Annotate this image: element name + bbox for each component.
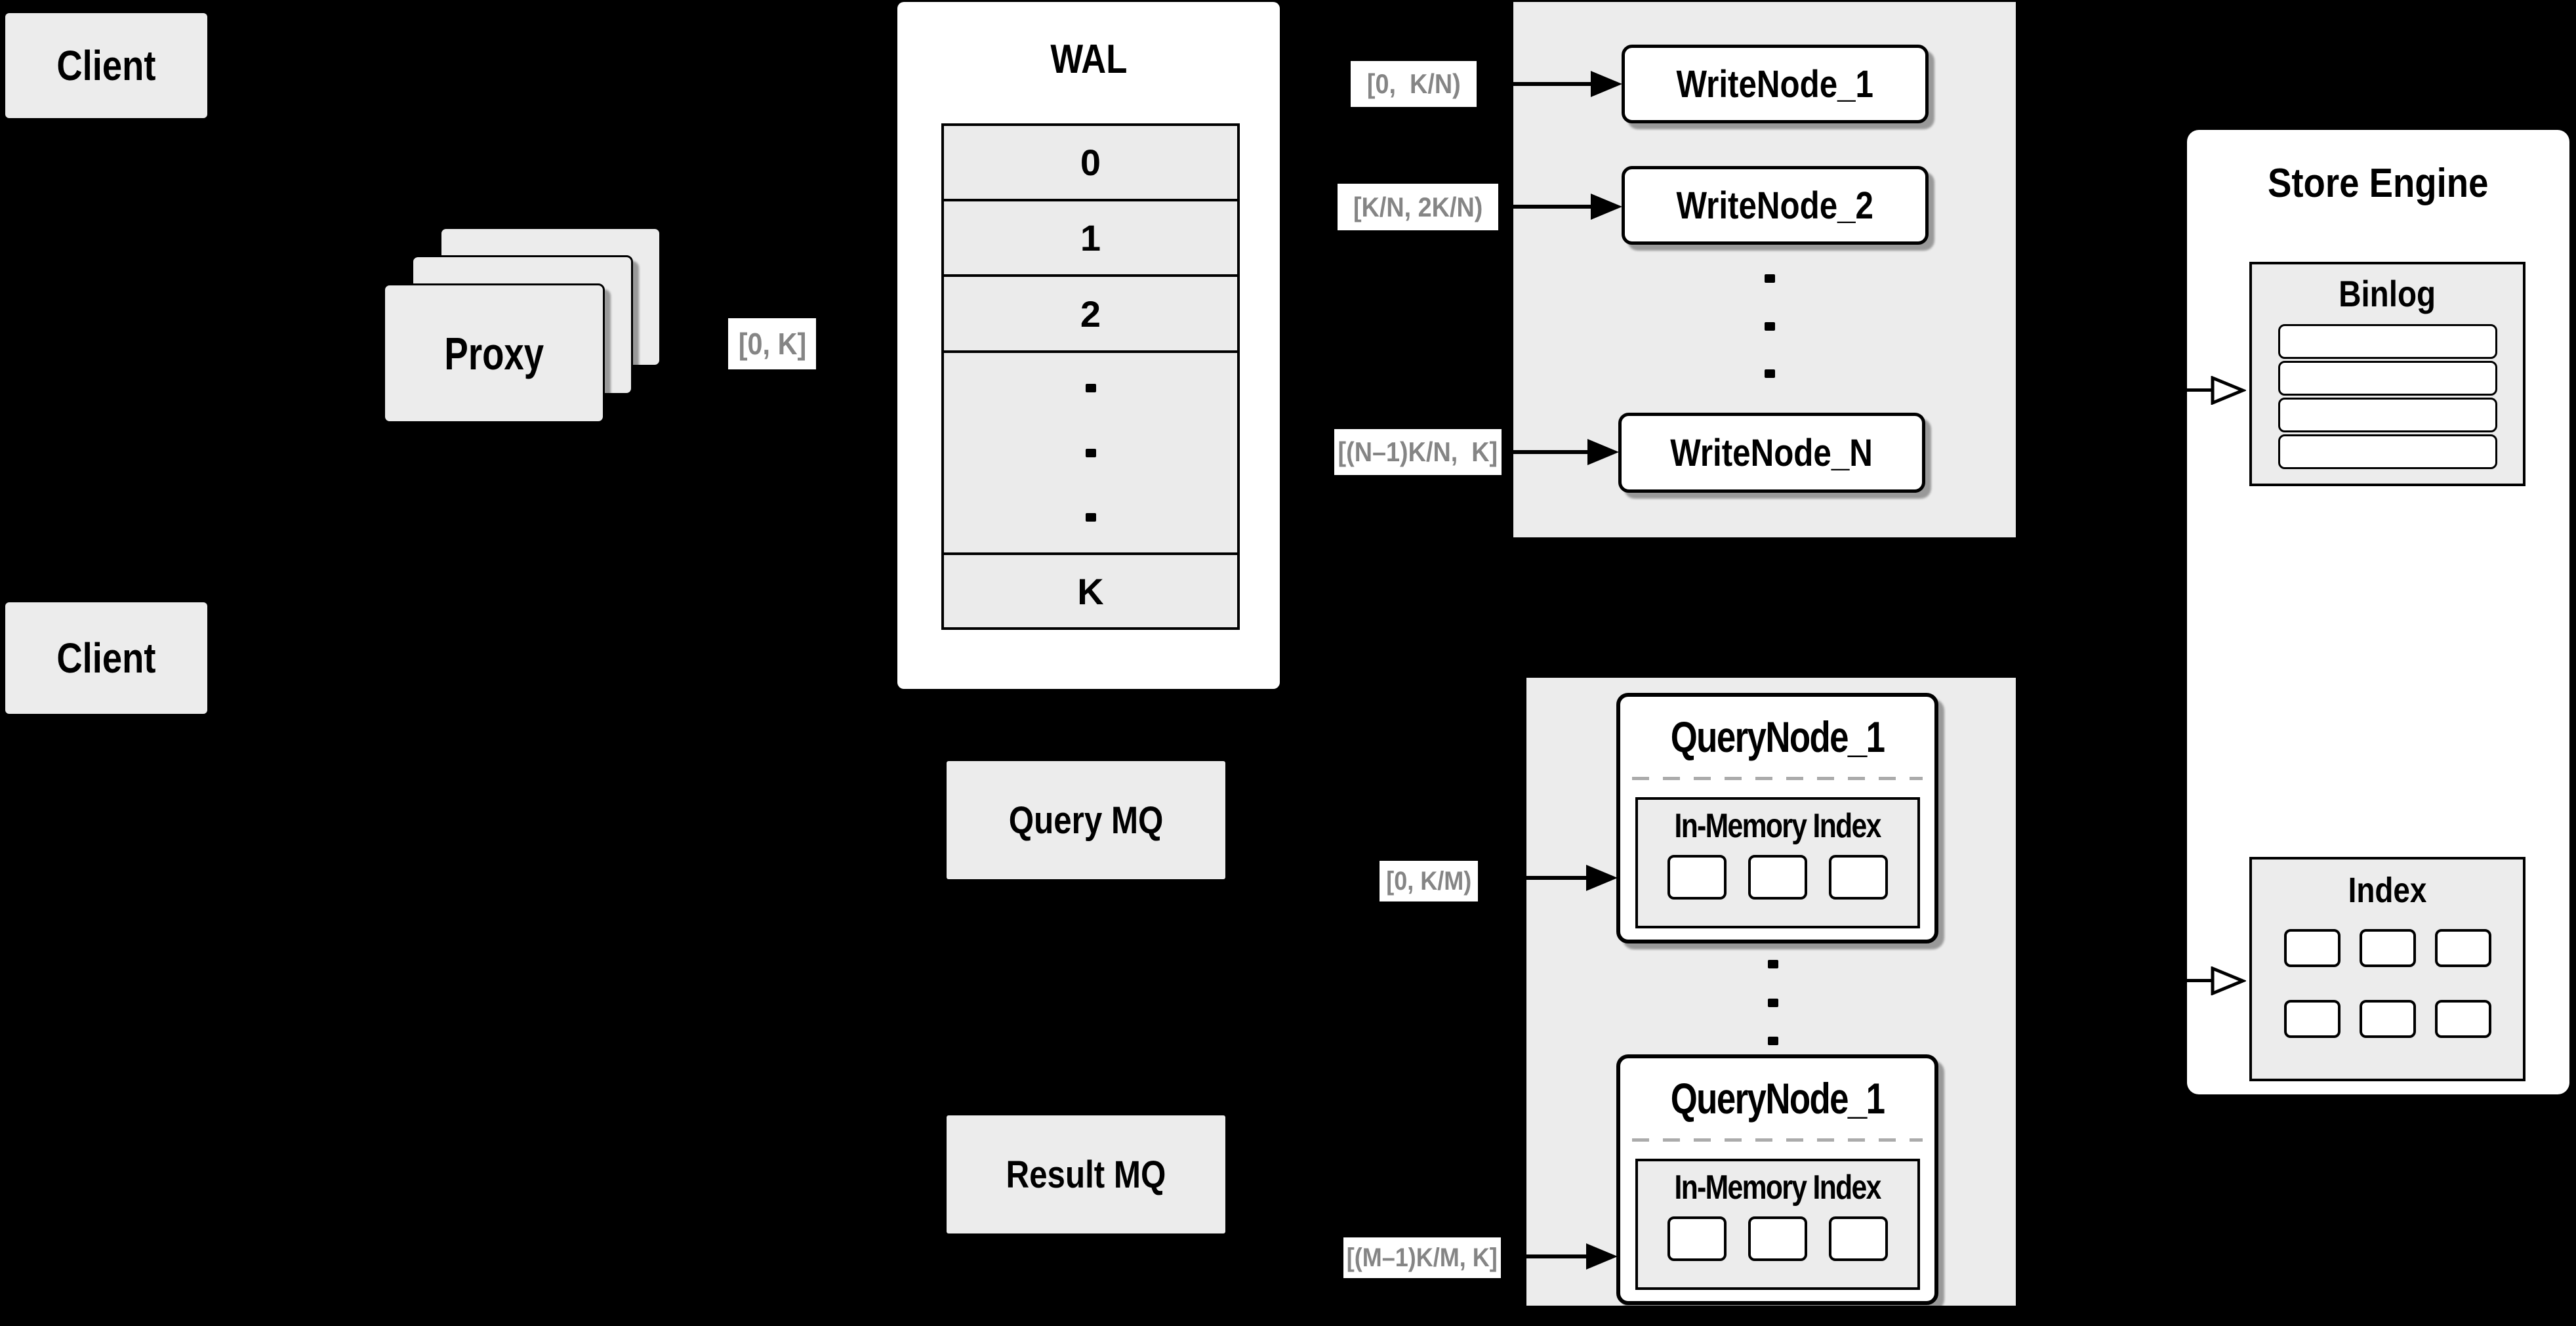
dashed-divider <box>1632 1138 1923 1142</box>
binlog-box: Binlog <box>2249 262 2525 486</box>
write-range-label-n: [(N–1)K/N, K] <box>1334 429 1502 475</box>
arrow-range1-to-writenode1 <box>1478 82 1595 86</box>
index-cell <box>1667 1216 1727 1261</box>
vertical-ellipsis-icon <box>1765 274 1775 378</box>
vertical-ellipsis-icon <box>1085 384 1096 522</box>
arrow-wal-to-range1-stub <box>1259 82 1351 86</box>
wal-row-0: 0 <box>1080 142 1101 183</box>
wal-table: 0 1 2 K <box>941 123 1240 630</box>
arrow-range2-to-writenode2 <box>1500 205 1595 209</box>
binlog-segments <box>2252 324 2523 469</box>
binlog-title: Binlog <box>2339 273 2436 314</box>
arrow-rangen-to-writenoden <box>1503 450 1591 454</box>
binlog-segment <box>2278 434 2497 469</box>
proxy-node: Proxy <box>383 283 605 423</box>
query-mq-node: Query MQ <box>947 761 1225 879</box>
query-node-1: QueryNode_1 In-Memory Index <box>1616 693 1938 943</box>
arrow-to-index <box>2125 979 2213 982</box>
binlog-segment <box>2278 361 2497 396</box>
index-cell <box>2434 929 2491 967</box>
arrow-range1-to-querynode1 <box>1479 876 1589 880</box>
query-node-2: QueryNode_1 In-Memory Index <box>1616 1054 1938 1305</box>
index-cell <box>2283 1000 2341 1038</box>
query-node-2-title: QueryNode_1 <box>1670 1074 1885 1123</box>
arrowhead-querynode2 <box>1586 1243 1618 1270</box>
store-engine-container: Store Engine Binlog Index <box>2187 130 2569 1094</box>
hollow-arrowhead-binlog <box>2211 376 2246 405</box>
index-cell <box>1828 1216 1888 1261</box>
arrowhead-writenode1 <box>1591 71 1622 97</box>
index-cell <box>2359 929 2416 967</box>
client-bottom-label: Client <box>56 634 156 682</box>
client-top-label: Client <box>56 42 156 89</box>
dashed-divider <box>1632 777 1923 780</box>
in-memory-index-title: In-Memory Index <box>1674 807 1881 845</box>
wal-row-2: 2 <box>944 274 1237 350</box>
query-node-1-title: QueryNode_1 <box>1670 713 1885 761</box>
index-cells <box>2252 929 2523 1038</box>
wal-container: WAL 0 1 2 K <box>897 2 1280 689</box>
result-mq-node: Result MQ <box>947 1115 1225 1233</box>
vertical-ellipsis-icon <box>1768 960 1778 1045</box>
arrowhead-writenoden <box>1587 439 1619 465</box>
index-box: Index <box>2249 857 2525 1081</box>
write-node-n: WriteNode_N <box>1618 413 1925 493</box>
store-engine-title: Store Engine <box>2268 161 2489 206</box>
query-range-label-1: [0, K/M) <box>1380 861 1478 901</box>
wal-title: WAL <box>1050 37 1128 82</box>
in-memory-index-cells <box>1638 855 1917 900</box>
arrow-range2-to-querynode2 <box>1502 1254 1589 1258</box>
in-memory-index-box: In-Memory Index <box>1635 797 1920 928</box>
write-range-label-1: [0, K/N) <box>1351 61 1477 107</box>
proxy-range-label: [0, K] <box>728 318 816 369</box>
query-range-label-2: [(M–1)K/M, K] <box>1343 1237 1501 1278</box>
binlog-segment <box>2278 324 2497 359</box>
write-node-2: WriteNode_2 <box>1622 166 1929 245</box>
client-top-node: Client <box>5 13 207 118</box>
wal-row-k: K <box>944 552 1237 627</box>
wal-row-ellipsis <box>944 350 1237 552</box>
hollow-arrowhead-index <box>2211 966 2246 995</box>
arrow-to-binlog <box>2125 388 2213 392</box>
result-mq-label: Result MQ <box>1006 1153 1166 1196</box>
arrowhead-writenode2 <box>1591 194 1622 220</box>
index-title: Index <box>2348 871 2427 910</box>
index-cell <box>1667 855 1727 900</box>
in-memory-index-title: In-Memory Index <box>1674 1169 1881 1207</box>
index-cell <box>1828 855 1888 900</box>
index-cell <box>2283 929 2341 967</box>
binlog-segment <box>2278 398 2497 432</box>
in-memory-index-cells <box>1638 1216 1917 1261</box>
arrowhead-querynode1 <box>1586 865 1618 891</box>
index-cell <box>1748 1216 1807 1261</box>
client-bottom-node: Client <box>5 602 207 714</box>
write-node-1: WriteNode_1 <box>1622 45 1929 123</box>
index-cell <box>2359 1000 2416 1038</box>
wal-row-1: 1 <box>944 199 1237 274</box>
in-memory-index-box: In-Memory Index <box>1635 1159 1920 1290</box>
index-cell <box>1748 855 1807 900</box>
index-cell <box>2434 1000 2491 1038</box>
write-range-label-2: [K/N, 2K/N) <box>1338 184 1498 230</box>
query-mq-label: Query MQ <box>1008 798 1164 842</box>
proxy-label: Proxy <box>444 327 544 379</box>
